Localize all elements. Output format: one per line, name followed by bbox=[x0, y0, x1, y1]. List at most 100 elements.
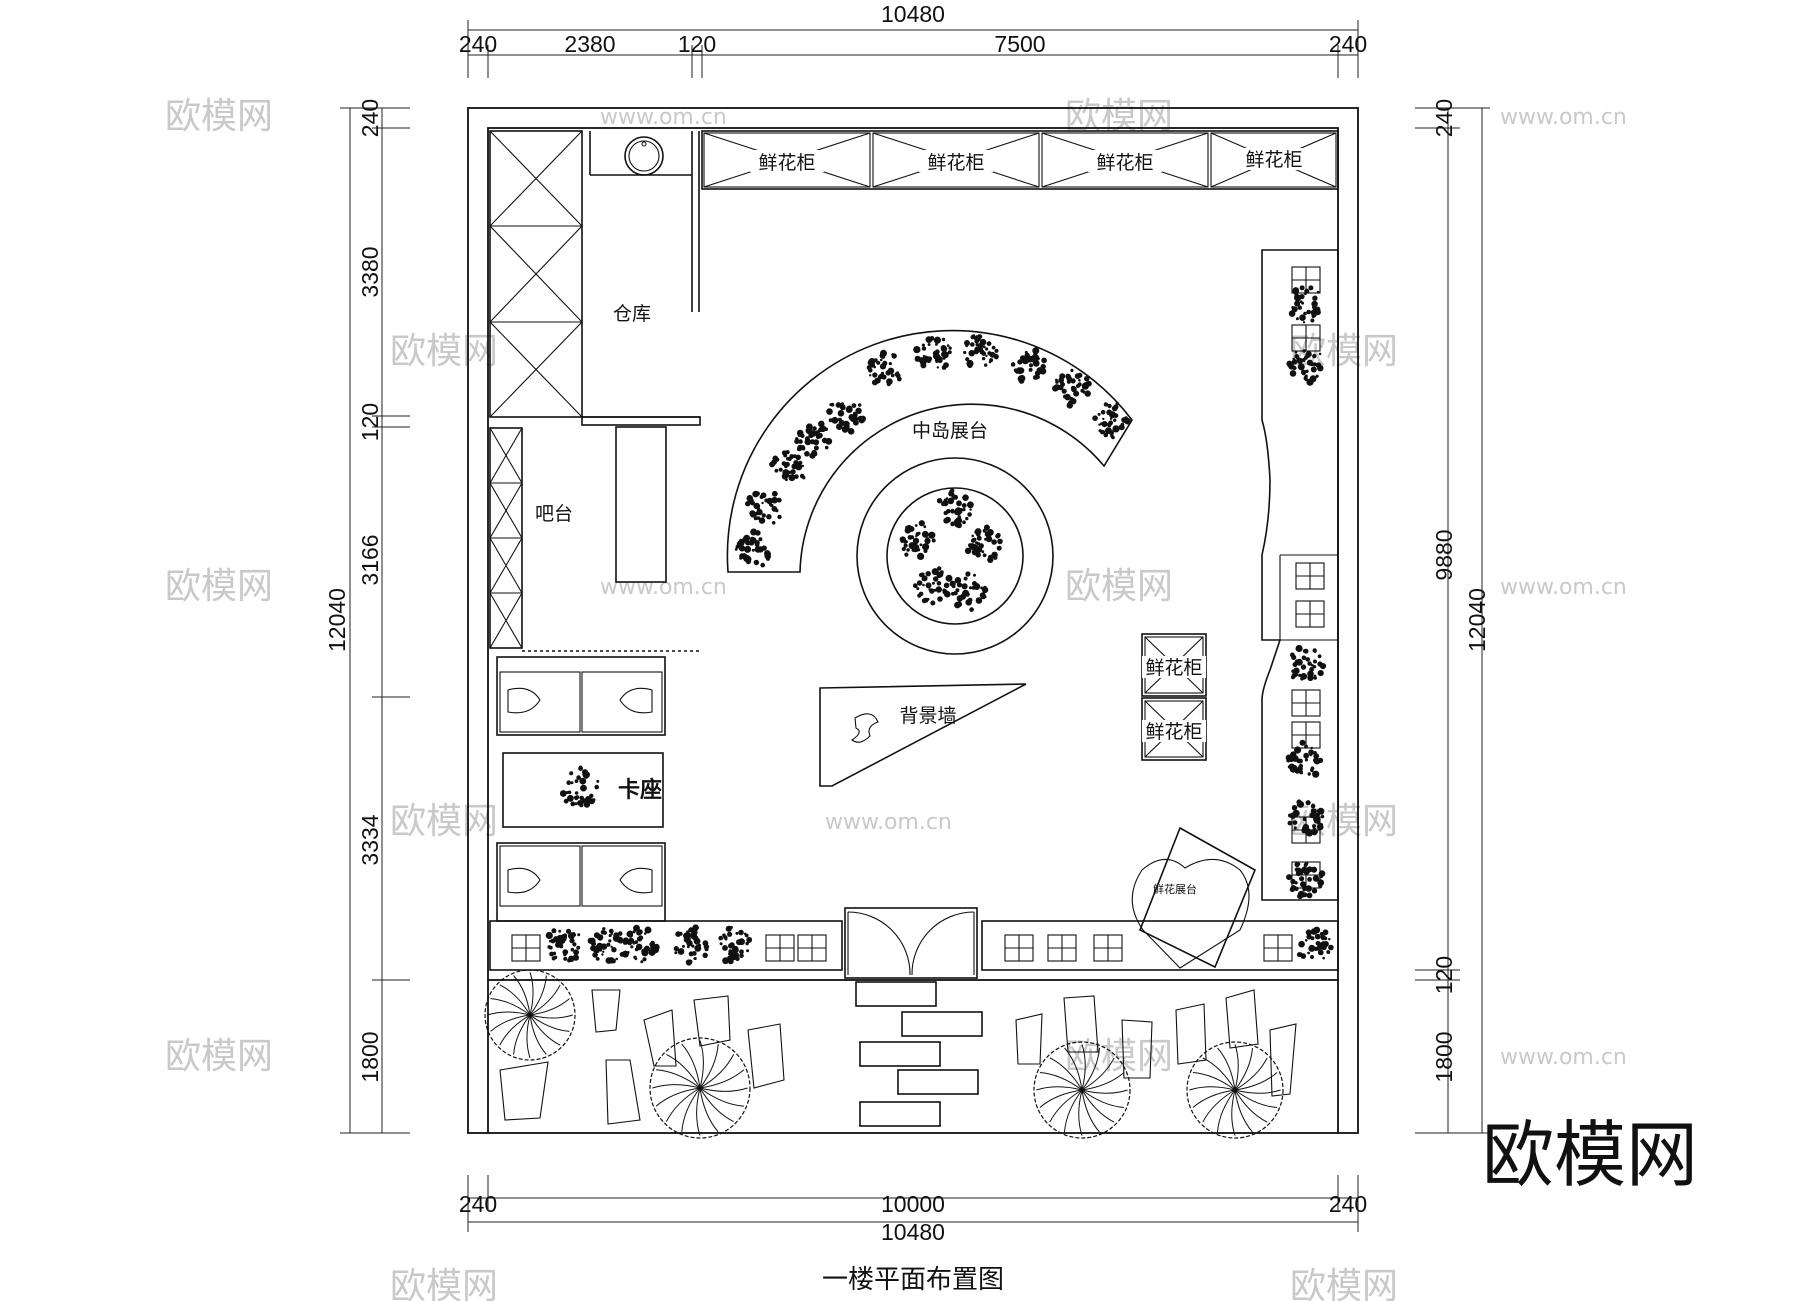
dimension-right: 240 9880 12040 120 1800 bbox=[1415, 99, 1490, 1134]
dimension-label: 3166 bbox=[357, 534, 383, 585]
flower-cabinet-label: 鲜花柜 bbox=[1145, 657, 1202, 679]
shrub-icon bbox=[621, 924, 660, 964]
flower-cabinet-label: 鲜花柜 bbox=[1245, 149, 1302, 171]
shrub-icon bbox=[1092, 401, 1131, 440]
shrub-icon bbox=[734, 528, 772, 568]
watermark-logo: 欧模网 bbox=[390, 331, 498, 372]
stepping-stones bbox=[855, 981, 983, 1127]
watermark-url: www.om.cn bbox=[600, 105, 727, 130]
small-window-grid bbox=[511, 934, 1293, 962]
shrub-icon bbox=[912, 566, 953, 606]
dimension-label: 1800 bbox=[357, 1031, 383, 1082]
right-display-shelf bbox=[1261, 249, 1339, 901]
watermark-logo: 欧模网 bbox=[1065, 96, 1173, 137]
dimension-label: 9880 bbox=[1431, 529, 1457, 580]
watermark-logo: 欧模网 bbox=[1290, 1266, 1398, 1301]
dimension-label: 2380 bbox=[564, 31, 615, 57]
shrub-icon bbox=[964, 524, 1003, 564]
dimension-label: 120 bbox=[357, 403, 383, 441]
dimension-label: 3380 bbox=[357, 246, 383, 297]
round-planter bbox=[856, 457, 1054, 655]
flower-display-heart: 鲜花展台 bbox=[1131, 826, 1257, 969]
dimension-label: 240 bbox=[357, 99, 383, 137]
dimension-label: 10000 bbox=[881, 1191, 945, 1217]
flower-cabinet-label: 鲜花柜 bbox=[1096, 152, 1153, 174]
room-label-center-island: 中岛展台 bbox=[912, 420, 988, 442]
watermark-logo: 欧模网 bbox=[1065, 566, 1173, 607]
shrub-layer bbox=[545, 285, 1334, 966]
drawing-title: 一楼平面布置图 bbox=[822, 1265, 1004, 1295]
flower-cabinet: 鲜花柜 bbox=[872, 132, 1040, 188]
tree-layer bbox=[484, 969, 1284, 1139]
feature-wall: 背景墙 bbox=[819, 683, 1027, 787]
watermark-url: www.om.cn bbox=[1500, 105, 1627, 130]
dimension-label: 120 bbox=[678, 31, 716, 57]
flower-cabinet-row-top: 鲜花柜 鲜花柜 鲜花柜 鲜花柜 bbox=[701, 130, 1339, 190]
dimension-label: 7500 bbox=[994, 31, 1045, 57]
dimension-label: 240 bbox=[459, 1191, 497, 1217]
watermark-brand-logo: 欧模网 bbox=[1482, 1113, 1698, 1197]
shrub-icon bbox=[1288, 285, 1321, 324]
flower-cabinet: 鲜花柜 bbox=[1141, 633, 1207, 697]
dimension-label: 120 bbox=[1431, 956, 1457, 994]
shrub-icon bbox=[1286, 861, 1326, 900]
bar-counter: 吧台 bbox=[489, 426, 700, 652]
building-walls bbox=[467, 107, 1359, 1134]
room-label-feature-wall: 背景墙 bbox=[899, 705, 956, 727]
storage-room: 仓库 bbox=[489, 130, 701, 426]
dimension-label: 3334 bbox=[357, 814, 383, 865]
watermark-logo: 欧模网 bbox=[1065, 1036, 1173, 1077]
dimension-label: 10480 bbox=[881, 1, 945, 27]
shrub-icon bbox=[1010, 347, 1047, 384]
watermark-logo: 欧模网 bbox=[165, 1036, 273, 1077]
shrub-icon bbox=[1296, 926, 1334, 960]
shrub-icon bbox=[949, 571, 989, 612]
shrub-icon bbox=[899, 520, 936, 561]
dimension-label: 12040 bbox=[324, 588, 350, 652]
shrub-icon bbox=[1286, 349, 1324, 386]
watermark-logo: 欧模网 bbox=[390, 801, 498, 842]
shrub-icon bbox=[718, 925, 753, 965]
tree-icon bbox=[649, 1037, 751, 1139]
room-label-storage: 仓库 bbox=[613, 303, 651, 325]
tree-icon bbox=[1033, 1041, 1131, 1139]
shrub-icon bbox=[1290, 644, 1327, 681]
watermark-logo: 欧模网 bbox=[390, 1266, 498, 1301]
tree-icon bbox=[484, 969, 576, 1061]
flower-cabinet-label: 鲜花柜 bbox=[1145, 721, 1202, 743]
dimension-label: 12040 bbox=[1464, 588, 1490, 652]
shrub-icon bbox=[545, 928, 581, 963]
flower-cabinet: 鲜花柜 bbox=[1041, 132, 1209, 188]
shrub-icon bbox=[913, 336, 952, 370]
dimension-label: 240 bbox=[1329, 1191, 1367, 1217]
shrub-icon bbox=[866, 349, 902, 387]
shrub-icon bbox=[587, 927, 625, 964]
entrance-door bbox=[844, 907, 978, 979]
shrub-icon bbox=[745, 490, 782, 525]
flower-cabinet: 鲜花柜 bbox=[703, 132, 871, 188]
dimension-bottom: 240 10000 240 10480 bbox=[459, 1175, 1367, 1245]
flower-cabinet-label: 鲜花柜 bbox=[758, 152, 815, 174]
shrub-icon bbox=[1285, 739, 1324, 778]
center-island-display: 中岛展台 bbox=[726, 329, 1133, 573]
shrub-icon bbox=[963, 334, 999, 369]
shrub-icon bbox=[559, 765, 600, 808]
watermark-logo: 欧模网 bbox=[165, 96, 273, 137]
shrub-icon bbox=[1052, 368, 1092, 409]
flower-cabinet-column-middle: 鲜花柜 鲜花柜 bbox=[1141, 633, 1207, 761]
shrub-icon bbox=[826, 402, 866, 435]
watermark-url: www.om.cn bbox=[1500, 1045, 1627, 1070]
dimension-label: 10480 bbox=[881, 1219, 945, 1245]
garden-paving bbox=[499, 989, 1297, 1125]
dimension-label: 240 bbox=[1431, 99, 1457, 137]
flower-cabinet: 鲜花柜 bbox=[1141, 697, 1207, 761]
shrub-icon bbox=[673, 924, 710, 966]
dimension-label: 240 bbox=[459, 31, 497, 57]
dimension-left: 12040 240 3380 120 3166 3334 1800 bbox=[324, 99, 410, 1134]
watermark-url: www.om.cn bbox=[825, 810, 952, 835]
watermark-logo: 欧模网 bbox=[165, 566, 273, 607]
watermark-url: www.om.cn bbox=[1500, 575, 1627, 600]
front-planter-row bbox=[489, 266, 1339, 971]
flower-cabinet: 鲜花柜 bbox=[1210, 132, 1337, 188]
